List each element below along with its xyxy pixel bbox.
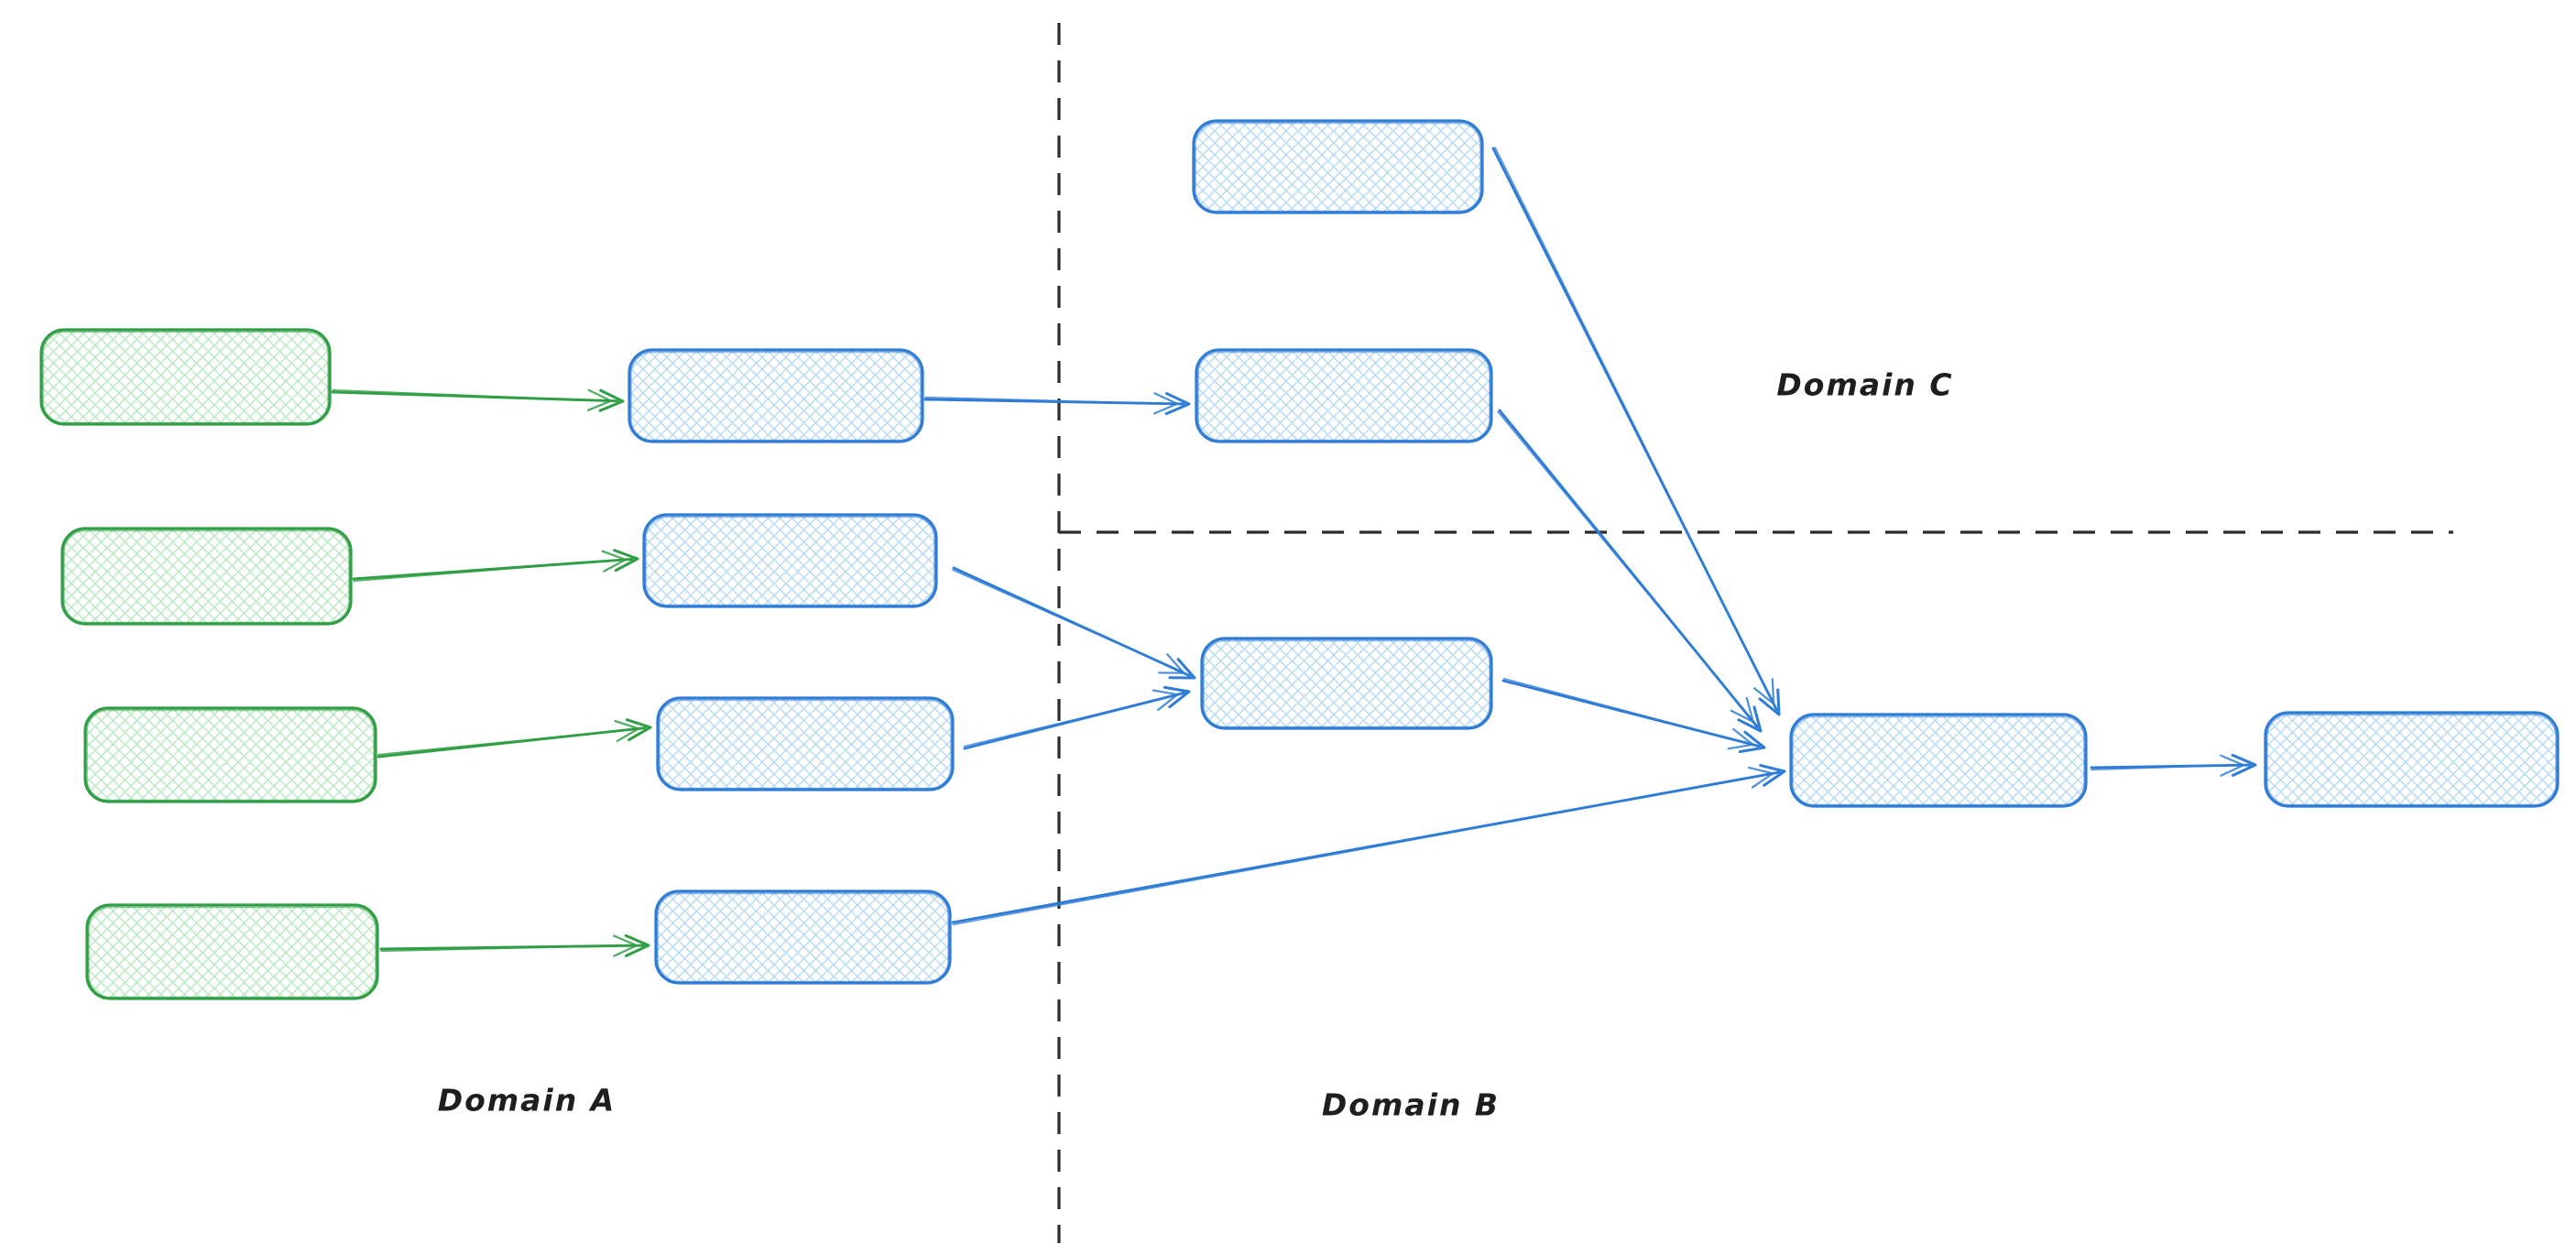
edge-stage4-to-hub bbox=[951, 764, 1786, 926]
node-domain-a-stage-2 bbox=[642, 513, 938, 608]
node-domain-a-input-3 bbox=[83, 706, 377, 803]
edge-hub-to-output bbox=[2090, 753, 2257, 777]
node-domain-a-stage-1 bbox=[628, 348, 924, 443]
diagram-boxes bbox=[39, 119, 2560, 1000]
edge-stage1-to-clower bbox=[923, 392, 1191, 416]
node-domain-b-hub bbox=[1789, 713, 2088, 808]
edge-input2-to-stage2 bbox=[352, 549, 639, 583]
node-domain-b-output bbox=[2264, 711, 2560, 808]
domain-a-label: Domain A bbox=[437, 1082, 617, 1119]
edge-collector-to-hub bbox=[1501, 677, 1766, 754]
edge-clower-to-hub bbox=[1497, 409, 1763, 733]
edge-input1-to-stage1 bbox=[331, 388, 625, 412]
diagram-arrows bbox=[331, 147, 2257, 957]
edge-input3-to-stage3 bbox=[377, 718, 652, 758]
node-domain-a-input-4 bbox=[85, 903, 379, 1000]
node-domain-c-upper-box bbox=[1192, 119, 1484, 214]
edge-stage3-to-collector bbox=[963, 685, 1191, 750]
edge-input4-to-stage4 bbox=[379, 933, 650, 957]
node-domain-a-input-1 bbox=[39, 328, 332, 426]
node-domain-a-stage-4 bbox=[654, 889, 952, 985]
node-domain-a-input-2 bbox=[60, 527, 353, 626]
node-domain-b-collector bbox=[1200, 637, 1493, 730]
domain-b-label: Domain B bbox=[1321, 1086, 1501, 1123]
node-domain-a-stage-3 bbox=[656, 696, 955, 791]
node-domain-c-lower-box bbox=[1195, 348, 1493, 443]
edge-stage2-to-collector bbox=[952, 566, 1196, 680]
domain-c-label: Domain C bbox=[1776, 366, 1954, 403]
edge-cupper-to-hub bbox=[1491, 147, 1781, 716]
domain-dividers bbox=[1057, 23, 2453, 1243]
